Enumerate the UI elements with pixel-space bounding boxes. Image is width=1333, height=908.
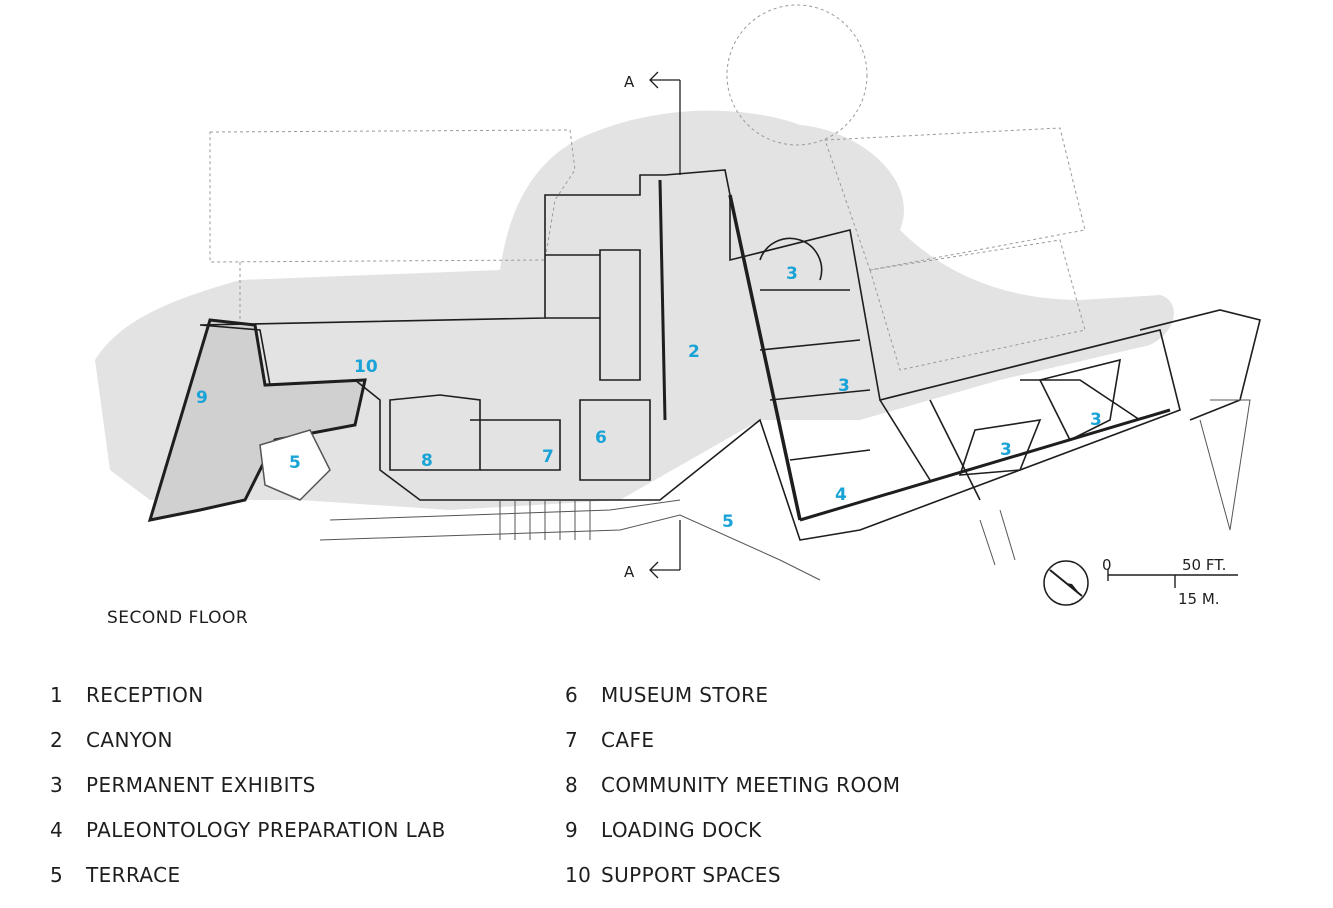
room-label-exhibits-d: 3 <box>1090 410 1102 430</box>
legend-label: CAFE <box>601 728 655 752</box>
legend-item: 6 MUSEUM STORE <box>565 683 900 728</box>
scale-bar <box>1107 569 1238 588</box>
loading-dock-area <box>147 318 367 522</box>
room-label-terrace-front: 5 <box>722 512 734 532</box>
room-label-museum-store: 6 <box>595 428 607 448</box>
legend-number: 2 <box>50 728 64 752</box>
terrace-left <box>259 429 331 501</box>
floor-plan-drawing: A A 2 3 3 3 3 4 5 5 6 7 8 9 10 0 50 FT. … <box>95 4 1261 608</box>
north-arrow-icon <box>1043 560 1089 606</box>
legend-number: 9 <box>565 818 579 842</box>
legend-label: PALEONTOLOGY PREPARATION LAB <box>86 818 446 842</box>
landscape-shading <box>95 110 1174 511</box>
room-label-terrace-left: 5 <box>289 453 301 473</box>
legend-right-column: 6 MUSEUM STORE 7 CAFE 8 COMMUNITY MEETING R… <box>565 683 900 908</box>
room-label-paleontology-lab: 4 <box>835 485 847 505</box>
room-label-exhibits-a: 3 <box>786 264 798 284</box>
legend-item: 7 CAFE <box>565 728 900 773</box>
legend-number: 4 <box>50 818 64 842</box>
legend-item: 2 CANYON <box>50 728 446 773</box>
legend-item: 3 PERMANENT EXHIBITS <box>50 773 446 818</box>
legend-label: PERMANENT EXHIBITS <box>86 773 316 797</box>
legend-item: 1 RECEPTION <box>50 683 446 728</box>
legend-label: MUSEUM STORE <box>601 683 769 707</box>
legend-label: TERRACE <box>86 863 181 887</box>
legend-number: 7 <box>565 728 579 752</box>
legend-left-column: 1 RECEPTION 2 CANYON 3 PERMANENT EXHIBITS 4… <box>50 683 446 908</box>
section-cut-line <box>649 71 681 579</box>
section-marker-bottom: A <box>624 563 635 581</box>
scale-meters: 15 M. <box>1178 590 1220 608</box>
site-outline-dashed <box>209 4 1086 371</box>
legend-number: 6 <box>565 683 579 707</box>
room-label-exhibits-b: 3 <box>838 376 850 396</box>
room-label-canyon: 2 <box>688 342 700 362</box>
legend-label: SUPPORT SPACES <box>601 863 781 887</box>
room-label-support-spaces: 10 <box>354 357 378 377</box>
legend-number: 8 <box>565 773 579 797</box>
legend-label: LOADING DOCK <box>601 818 762 842</box>
scale-feet: 50 FT. <box>1182 556 1226 574</box>
room-label-loading-dock: 9 <box>196 388 208 408</box>
legend-label: COMMUNITY MEETING ROOM <box>601 773 901 797</box>
scale-zero: 0 <box>1102 556 1112 574</box>
floor-title: SECOND FLOOR <box>107 608 249 628</box>
legend-number: 1 <box>50 683 64 707</box>
section-marker-top: A <box>624 73 635 91</box>
legend-number: 5 <box>50 863 64 887</box>
legend-item: 8 COMMUNITY MEETING ROOM <box>565 773 900 818</box>
legend-item: 4 PALEONTOLOGY PREPARATION LAB <box>50 818 446 863</box>
legend-label: CANYON <box>86 728 173 752</box>
legend-item: 9 LOADING DOCK <box>565 818 900 863</box>
room-label-exhibits-c: 3 <box>1000 440 1012 460</box>
legend-label: RECEPTION <box>86 683 204 707</box>
room-label-meeting-room: 8 <box>421 451 433 471</box>
terrace-steps <box>319 399 1251 581</box>
legend-item: 5 TERRACE <box>50 863 446 908</box>
legend-number: 3 <box>50 773 64 797</box>
legend-item: 10 SUPPORT SPACES <box>565 863 900 908</box>
room-label-cafe: 7 <box>542 447 554 467</box>
building-walls <box>199 169 1261 541</box>
legend-number: 10 <box>565 863 592 887</box>
